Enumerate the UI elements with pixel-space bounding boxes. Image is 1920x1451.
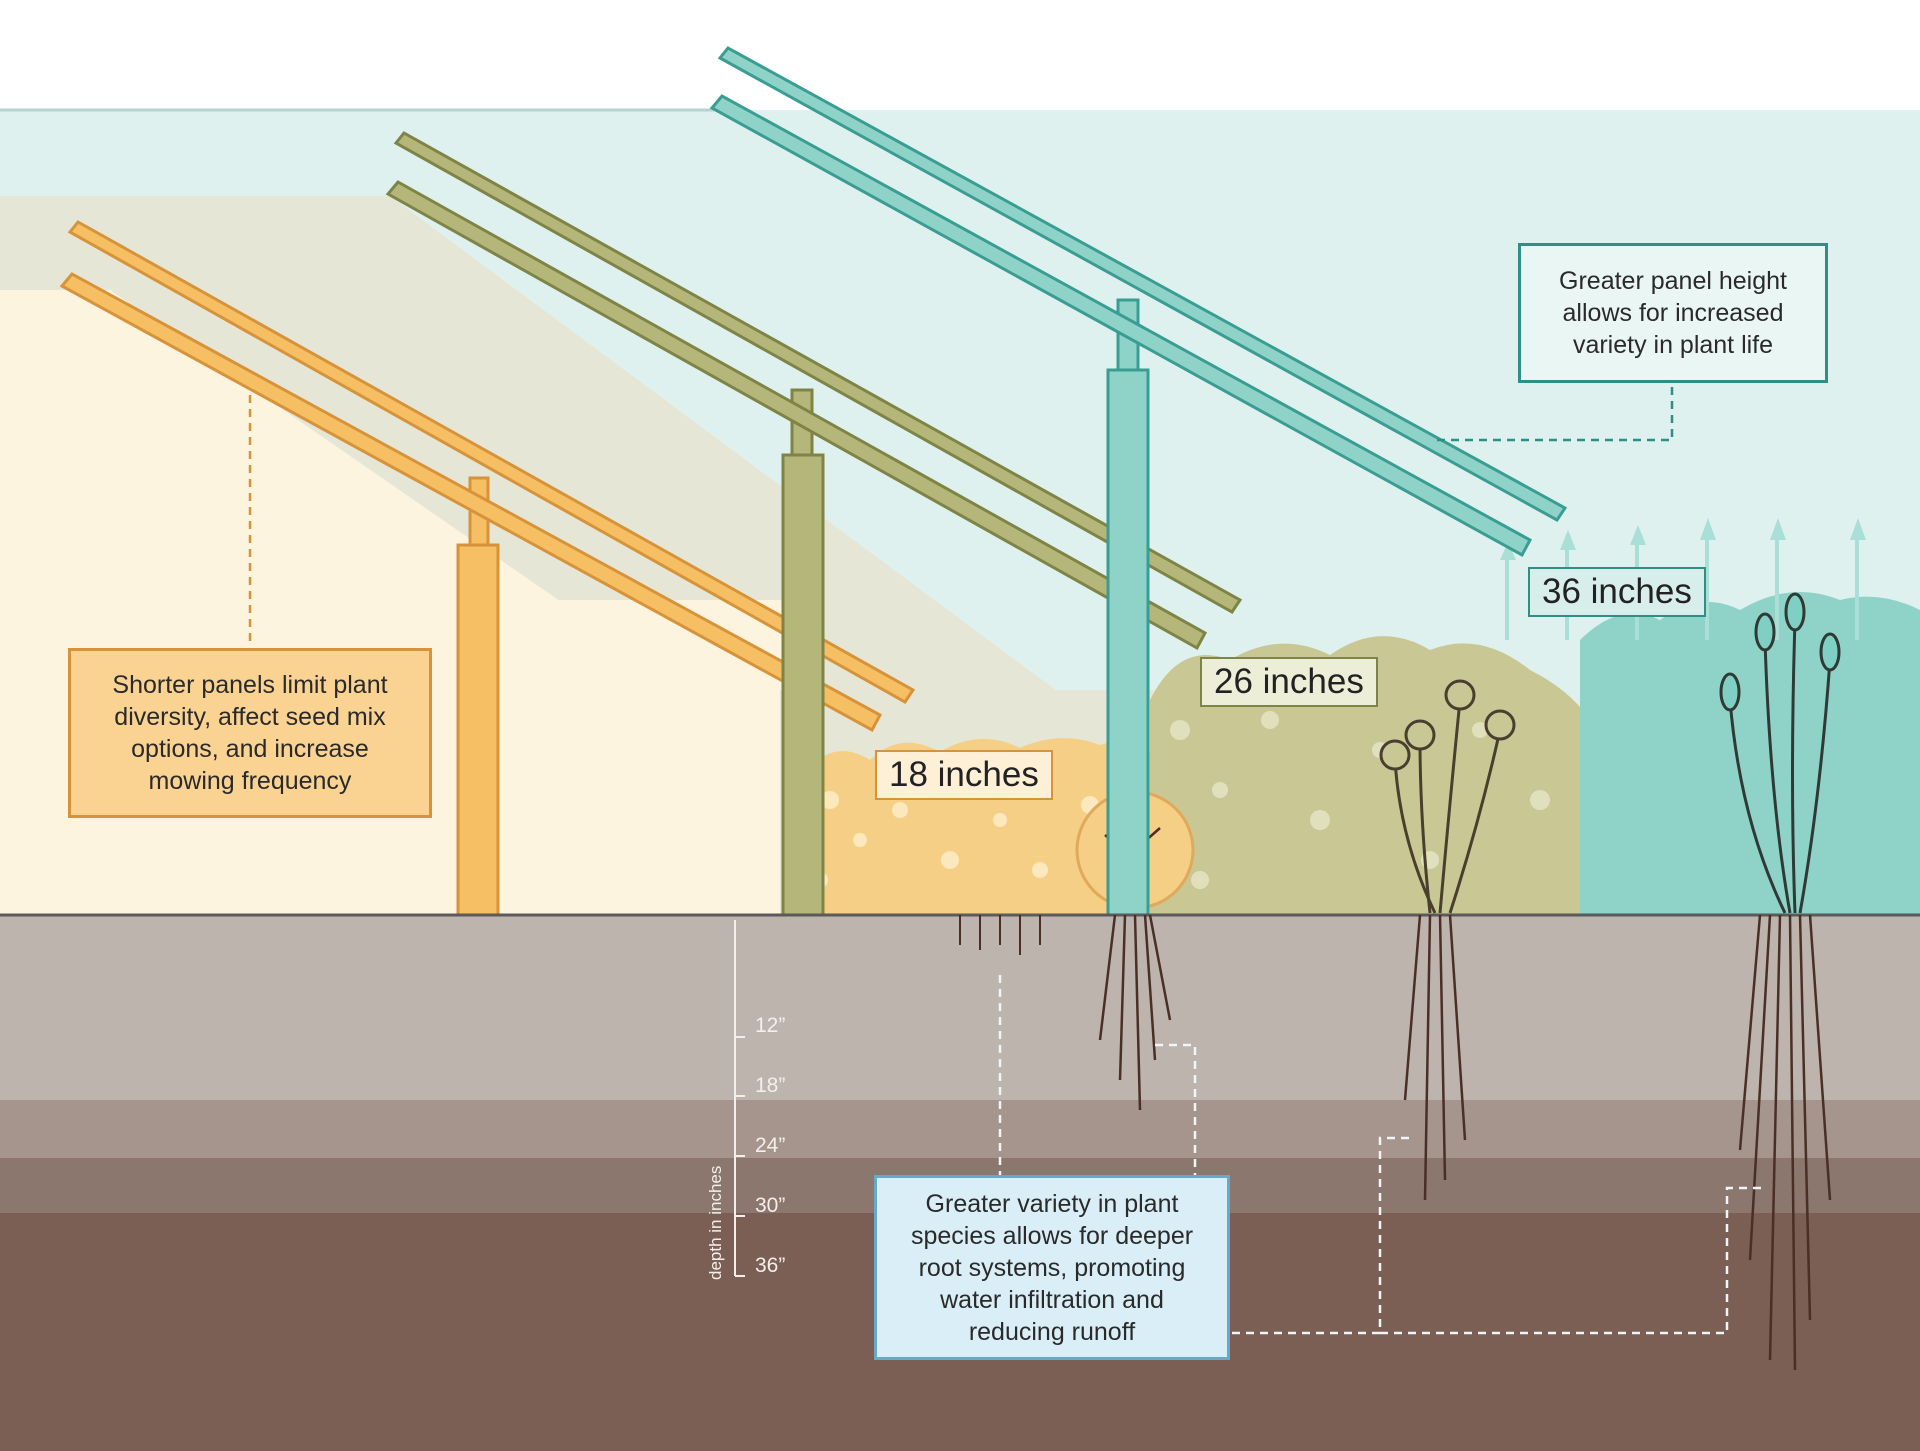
short-panel-post	[456, 543, 500, 917]
shallow-roots	[959, 915, 1041, 955]
tall-solar-panel	[709, 46, 1568, 917]
short-panel-rail-bottom	[59, 272, 883, 733]
tall-panel-rail-top	[717, 46, 1568, 522]
height-label-18: 18 inches	[875, 750, 1053, 800]
depth-scale-title: depth in inches	[706, 1165, 725, 1280]
shrub-roots	[1098, 914, 1172, 1111]
depth-scale	[734, 920, 745, 1277]
roots-connector-c	[1232, 1136, 1415, 1335]
short-panels-callout-text: Shorter panels limit plant diversity, af…	[112, 671, 388, 795]
tall-panels-callout: Greater panel height allows for increase…	[1518, 243, 1828, 383]
mid-panel-post	[781, 453, 825, 917]
depth-tick-12: 12”	[755, 1014, 786, 1037]
tall-panels-callout-text: Greater panel height allows for increase…	[1559, 267, 1787, 359]
depth-tick-24: 24”	[755, 1134, 786, 1157]
height-label-36: 36 inches	[1528, 567, 1706, 617]
tall-panels-connector	[1437, 385, 1674, 442]
callout-connectors	[248, 385, 1765, 1335]
depth-tick-30: 30”	[755, 1194, 786, 1217]
depth-tick-36: 36”	[755, 1254, 786, 1277]
coneflower-roots	[1403, 914, 1467, 1201]
mid-solar-panel	[385, 131, 1243, 917]
roots-connector-d	[1380, 1186, 1765, 1335]
tall-panel-rail-bottom	[709, 94, 1533, 558]
roots-callout: Greater variety in plant species allows …	[874, 1175, 1230, 1360]
soil-layer-2	[0, 1100, 1920, 1158]
short-panel-rail-top	[67, 220, 916, 704]
coneflower-plant	[1379, 679, 1516, 914]
depth-tick-18: 18”	[755, 1074, 786, 1097]
roots-connector-b	[1155, 1043, 1197, 1175]
bluestem-plant	[1719, 592, 1841, 914]
short-solar-panel	[59, 220, 916, 917]
bluestem-roots	[1738, 914, 1832, 1371]
roots-callout-text: Greater variety in plant species allows …	[910, 1189, 1194, 1346]
tall-panel-post	[1106, 368, 1150, 917]
height-label-26: 26 inches	[1200, 657, 1378, 707]
soil-layer-1	[0, 915, 1920, 1100]
short-panels-callout: Shorter panels limit plant diversity, af…	[68, 648, 432, 818]
mid-panel-rail-top	[393, 131, 1243, 614]
mid-panel-rail-bottom	[385, 180, 1208, 651]
